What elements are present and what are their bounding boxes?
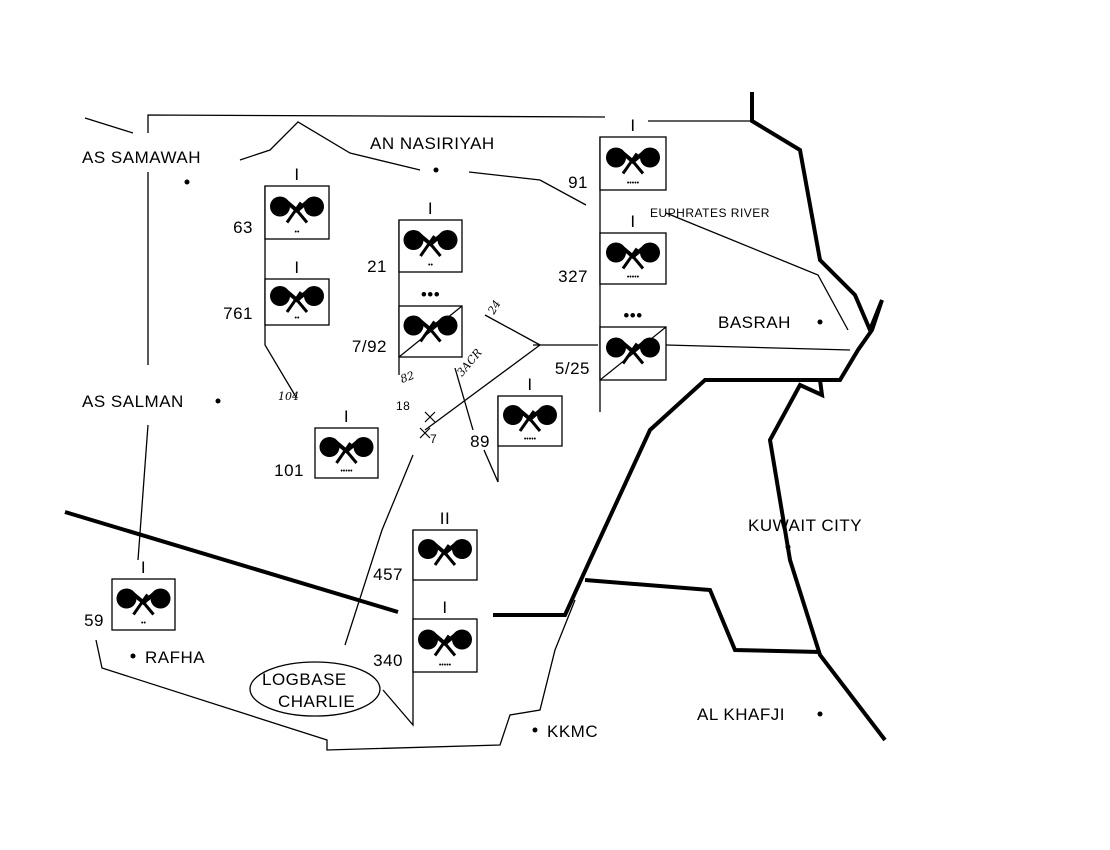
unit-label: 21 (367, 257, 387, 276)
city-dot (817, 711, 823, 717)
label-charlie: CHARLIE (278, 692, 355, 711)
annotation-7: 7 (430, 432, 437, 446)
unit-89: ••••• I 89 (470, 375, 563, 451)
label-as-samawah: AS SAMAWAH (82, 148, 201, 167)
route-lines (84, 114, 851, 751)
unit-340: ••••• I 340 (373, 598, 478, 673)
unit-echelon: I (141, 558, 146, 577)
unit-label: 457 (373, 565, 403, 584)
unit-label: 63 (233, 218, 253, 237)
unit-echelon: I (630, 212, 635, 231)
unit-echelon: ••• (623, 306, 642, 325)
unit-echelon: II (440, 509, 450, 528)
unit-echelon: I (527, 375, 532, 394)
city-dot (130, 653, 136, 659)
annotation-18: 18 (396, 399, 410, 413)
city-dot (184, 179, 190, 185)
unit-5-25: ••• 5/25 (555, 306, 667, 381)
city-dot (817, 319, 823, 325)
unit-label: 5/25 (555, 359, 590, 378)
handwritten-82: 82 (399, 369, 417, 386)
unit-label: 340 (373, 651, 403, 670)
label-kuwait-city: KUWAIT CITY (748, 516, 862, 535)
unit-91: ••••• I 91 (568, 116, 667, 192)
unit-size-dots: ••••• (524, 436, 537, 443)
unit-label: 327 (558, 267, 588, 286)
unit-size-dots: ••••• (627, 180, 640, 187)
unit-symbols: •••••I91••I63••I761••I21•••7/92•••••I327… (84, 116, 667, 673)
place-labels: AS SAMAWAH AN NASIRIYAH AS SALMAN BASRAH… (82, 134, 862, 741)
unit-size-dots: •• (428, 262, 433, 269)
unit-echelon: ••• (421, 285, 440, 304)
label-logbase: LOGBASE (262, 670, 347, 689)
label-as-salman: AS SALMAN (82, 392, 184, 411)
unit-label: 7/92 (352, 337, 387, 356)
unit-327: ••••• I 327 (558, 212, 667, 286)
unit-label: 59 (84, 611, 104, 630)
unit-size-dots: •• (141, 620, 146, 627)
unit-echelon: I (294, 258, 299, 277)
unit-echelon: I (294, 165, 299, 184)
label-euphrates-river: EUPHRATES RIVER (650, 206, 770, 220)
unit-761: •• I 761 (223, 258, 330, 326)
city-dot (433, 167, 439, 173)
unit-7-92: ••• 7/92 (352, 285, 463, 358)
label-an-nasiriyah: AN NASIRIYAH (370, 134, 495, 153)
city-dot (215, 398, 221, 404)
unit-size-dots: ••••• (627, 274, 640, 281)
unit-label: 91 (568, 173, 588, 192)
handwritten-24: 24 (485, 298, 504, 317)
unit-size-dots: •• (295, 315, 300, 322)
unit-101: ••••• I 101 (274, 407, 379, 480)
unit-21: •• I 21 (367, 199, 463, 276)
unit-echelon: I (428, 199, 433, 218)
unit-label: 89 (470, 432, 490, 451)
logbase-ellipse (249, 661, 381, 717)
unit-label: 101 (274, 461, 304, 480)
unit-size-dots: ••••• (340, 468, 353, 475)
label-basrah: BASRAH (718, 313, 791, 332)
label-rafha: RAFHA (145, 648, 205, 667)
unit-label: 761 (223, 304, 253, 323)
city-dot (532, 727, 538, 733)
unit-echelon: I (630, 116, 635, 135)
label-al-khafji: AL KHAFJI (697, 705, 785, 724)
unit-echelon: I (442, 598, 447, 617)
city-dot (785, 544, 791, 550)
handwritten-104: 104 (278, 390, 299, 403)
unit-size-dots: ••••• (439, 662, 452, 669)
unit-59: •• I 59 (84, 558, 176, 631)
unit-size-dots: •• (295, 229, 300, 236)
unit-63: •• I 63 (233, 165, 330, 240)
crossing-marks (419, 411, 436, 439)
unit-echelon: I (344, 407, 349, 426)
unit-457: II 457 (373, 509, 478, 584)
label-kkmc: KKMC (547, 722, 598, 741)
borders (64, 92, 887, 742)
